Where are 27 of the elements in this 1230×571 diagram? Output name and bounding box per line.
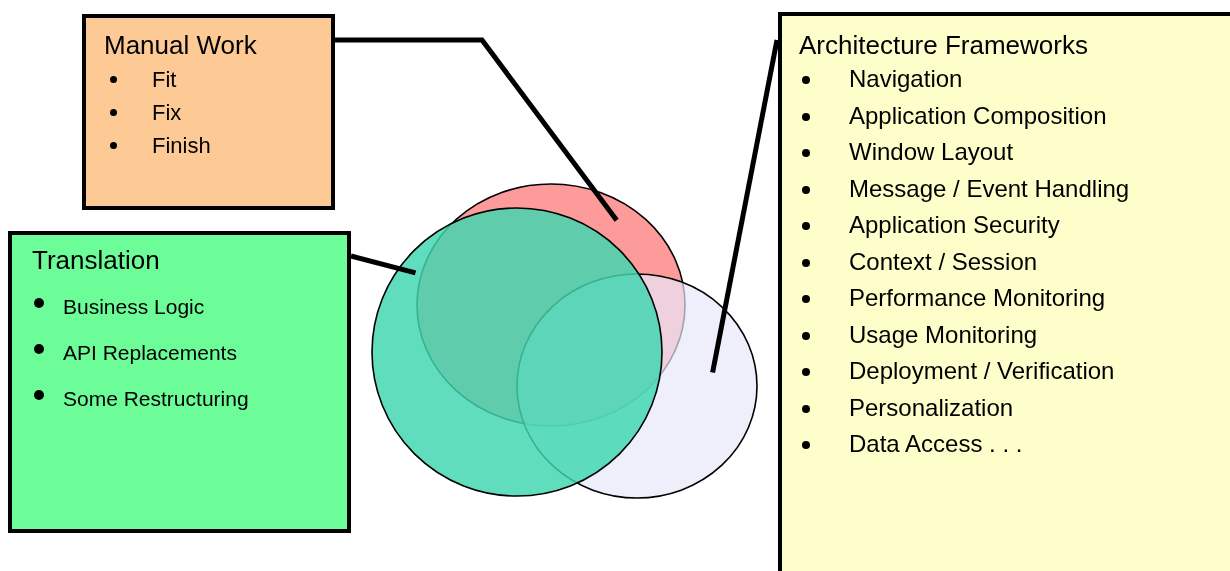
bullet-item: Application Security <box>799 207 1230 244</box>
bullet-item: API Replacements <box>32 330 347 377</box>
text-box <box>8 231 351 533</box>
leader-line <box>335 37 619 222</box>
bullet-item: Performance Monitoring <box>799 280 1230 317</box>
bullet-item: Window Layout <box>799 134 1230 171</box>
bullet-item: Usage Monitoring <box>799 316 1230 354</box>
bullet-item: Finish <box>104 129 331 163</box>
text-box <box>82 14 335 210</box>
bullet-item: Message / Event Handling <box>799 170 1230 208</box>
bullet-item: Fix <box>104 96 331 130</box>
bullet-item: Some Restructuring <box>32 376 347 423</box>
box-heading: Manual Work <box>104 30 258 62</box>
bullet-item: Fit <box>104 63 331 97</box>
bullet-item: Deployment / Verification <box>799 353 1230 390</box>
bullet-item: Navigation <box>799 61 1230 98</box>
leader-line <box>710 39 780 374</box>
leader-line <box>350 253 417 276</box>
box-heading: Translation <box>32 245 161 277</box>
text-box <box>778 12 1230 571</box>
bullet-item: Personalization <box>799 389 1230 427</box>
bullet-item: Business Logic <box>32 284 347 331</box>
bullet-item: Application Composition <box>799 97 1230 135</box>
box-heading: Architecture Frameworks <box>799 30 1089 62</box>
bullet-item: Data Access . . . <box>799 426 1230 463</box>
venn-circle <box>371 207 663 497</box>
bullet-item: Context / Session <box>799 243 1230 281</box>
